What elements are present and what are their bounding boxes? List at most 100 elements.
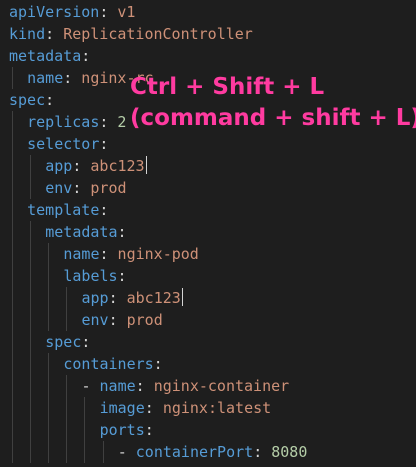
yaml-separator: : xyxy=(81,47,91,65)
code-line[interactable]: kind: ReplicationController xyxy=(0,23,416,45)
text-cursor xyxy=(145,156,147,174)
code-line[interactable]: spec: xyxy=(0,331,416,353)
indent-guide xyxy=(66,375,68,397)
indent-guide xyxy=(12,111,13,133)
indent-guide xyxy=(66,397,68,419)
indent-guide xyxy=(66,441,68,463)
yaml-key: containerPort xyxy=(135,443,254,461)
indent-guide xyxy=(30,397,32,419)
indent-guide xyxy=(12,177,13,199)
indent-guide xyxy=(48,265,50,287)
code-line[interactable]: selector: xyxy=(0,133,416,155)
indent-guide xyxy=(84,419,86,441)
yaml-key: env xyxy=(45,179,73,197)
indent-guide xyxy=(12,375,13,397)
indent-guide xyxy=(48,441,50,463)
yaml-key: apiVersion xyxy=(9,3,100,21)
yaml-value: prod xyxy=(126,311,163,329)
indent-guide xyxy=(30,375,32,397)
yaml-separator: : xyxy=(45,91,55,109)
indent-guide xyxy=(30,331,32,353)
yaml-key: name xyxy=(99,377,136,395)
list-dash: - xyxy=(81,377,100,395)
code-line[interactable]: containers: xyxy=(0,353,416,375)
indent-guide xyxy=(12,309,13,331)
yaml-separator: : xyxy=(63,69,82,87)
shortcut-windows: Ctrl + Shift + L xyxy=(130,74,325,100)
list-dash: - xyxy=(117,443,136,461)
indent-guide xyxy=(48,243,50,265)
code-line[interactable]: env: prod xyxy=(0,309,416,331)
yaml-separator: : xyxy=(99,245,118,263)
indent-guide xyxy=(48,419,50,441)
yaml-value: nginx-container xyxy=(153,377,290,395)
indent-guide xyxy=(12,133,13,155)
code-line[interactable]: replicas: 2 xyxy=(0,111,416,133)
yaml-key: metadata xyxy=(9,47,82,65)
indent-guide xyxy=(48,287,50,309)
code-line[interactable]: - containerPort: 8080 xyxy=(0,441,416,463)
yaml-key: app xyxy=(45,157,73,175)
indent-guide xyxy=(12,441,13,463)
yaml-value: abc123 xyxy=(90,157,145,175)
yaml-key: template xyxy=(27,201,100,219)
yaml-separator: : xyxy=(144,399,163,417)
indent-guide xyxy=(30,221,32,243)
text-cursor xyxy=(181,288,183,306)
shortcut-annotation: Ctrl + Shift + L (command + shift + L) xyxy=(130,72,416,134)
indent-guide xyxy=(30,309,32,331)
yaml-separator: : xyxy=(253,443,272,461)
indent-guide xyxy=(12,331,13,353)
code-line[interactable]: labels: xyxy=(0,265,416,287)
indent-guide xyxy=(30,353,32,375)
code-line[interactable]: name: nginx-rc xyxy=(0,67,416,89)
indent-guide xyxy=(66,309,68,331)
indent-guide xyxy=(12,419,13,441)
indent-guide xyxy=(84,441,86,463)
indent-guide xyxy=(48,397,50,419)
indent-guide xyxy=(12,67,13,89)
yaml-key: spec xyxy=(45,333,82,351)
indent-guide xyxy=(48,353,50,375)
indent-guide xyxy=(48,309,50,331)
yaml-separator: : xyxy=(81,333,91,351)
code-line[interactable]: spec: xyxy=(0,89,416,111)
code-line[interactable]: ports: xyxy=(0,419,416,441)
code-line[interactable]: name: nginx-pod xyxy=(0,243,416,265)
yaml-separator: : xyxy=(135,377,154,395)
indent-guide xyxy=(30,441,32,463)
code-line[interactable]: template: xyxy=(0,199,416,221)
code-line[interactable]: env: prod xyxy=(0,177,416,199)
yaml-separator: : xyxy=(72,157,91,175)
yaml-separator: : xyxy=(108,289,127,307)
yaml-separator: : xyxy=(117,267,127,285)
yaml-separator: : xyxy=(144,421,154,439)
yaml-value: nginx-pod xyxy=(117,245,199,263)
yaml-key: spec xyxy=(9,91,46,109)
yaml-key: env xyxy=(81,311,109,329)
yaml-key: containers xyxy=(63,355,154,373)
indent-guide xyxy=(12,221,13,243)
yaml-value: prod xyxy=(90,179,127,197)
indent-guide xyxy=(30,419,32,441)
code-line[interactable]: - name: nginx-container xyxy=(0,375,416,397)
yaml-separator: : xyxy=(99,3,118,21)
yaml-key: image xyxy=(99,399,145,417)
yaml-separator: : xyxy=(117,223,127,241)
indent-guide xyxy=(12,155,13,177)
code-line[interactable]: app: abc123 xyxy=(0,287,416,309)
code-line[interactable]: apiVersion: v1 xyxy=(0,1,416,23)
code-line[interactable]: image: nginx:latest xyxy=(0,397,416,419)
code-line[interactable]: app: abc123 xyxy=(0,155,416,177)
code-line[interactable]: metadata: xyxy=(0,221,416,243)
indent-guide xyxy=(12,397,13,419)
indent-guide xyxy=(30,155,32,177)
yaml-key: app xyxy=(81,289,109,307)
yaml-value: abc123 xyxy=(126,289,181,307)
indent-guide xyxy=(30,287,32,309)
code-line[interactable]: metadata: xyxy=(0,45,416,67)
indent-guide xyxy=(30,265,32,287)
yaml-value: nginx:latest xyxy=(162,399,272,417)
yaml-key: replicas xyxy=(27,113,100,131)
